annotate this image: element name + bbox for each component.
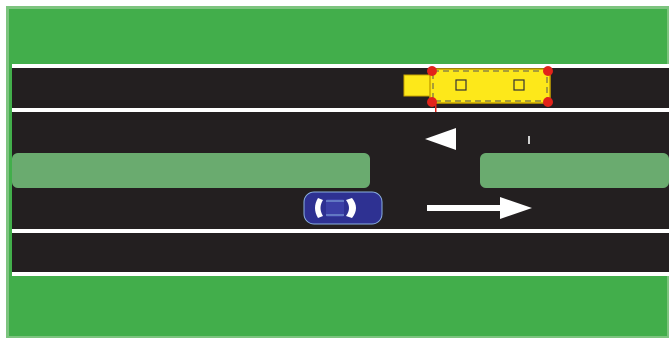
bus-front-bumper [403,74,431,97]
bus-body [429,68,551,104]
bus-marker-front-bottom [427,97,437,107]
median-left [12,153,370,188]
lane-line-top-edge [12,64,669,68]
bus-window-2 [513,79,525,91]
bus-outline-dashed [432,70,548,102]
right-arrow-head [500,197,532,219]
right-arrow-icon [427,197,532,219]
lane-line-upper [12,108,669,112]
bus-window-1 [455,79,467,91]
bus-antenna [435,104,437,112]
car-windshield [346,198,356,218]
car-roof [326,199,344,217]
left-arrow-icon [425,128,456,150]
car-rear-window [315,198,323,218]
bus-marker-rear-top [543,66,553,76]
blue-car [303,191,383,225]
bus-marker-rear-bottom [543,97,553,107]
median-right [480,153,669,188]
lane-line-lower [12,229,669,233]
lane-line-bottom-edge [12,272,669,276]
right-arrow-shaft [427,205,503,211]
yellow-bus [403,66,553,112]
small-road-marker [528,136,530,144]
bus-marker-front-top [427,66,437,76]
